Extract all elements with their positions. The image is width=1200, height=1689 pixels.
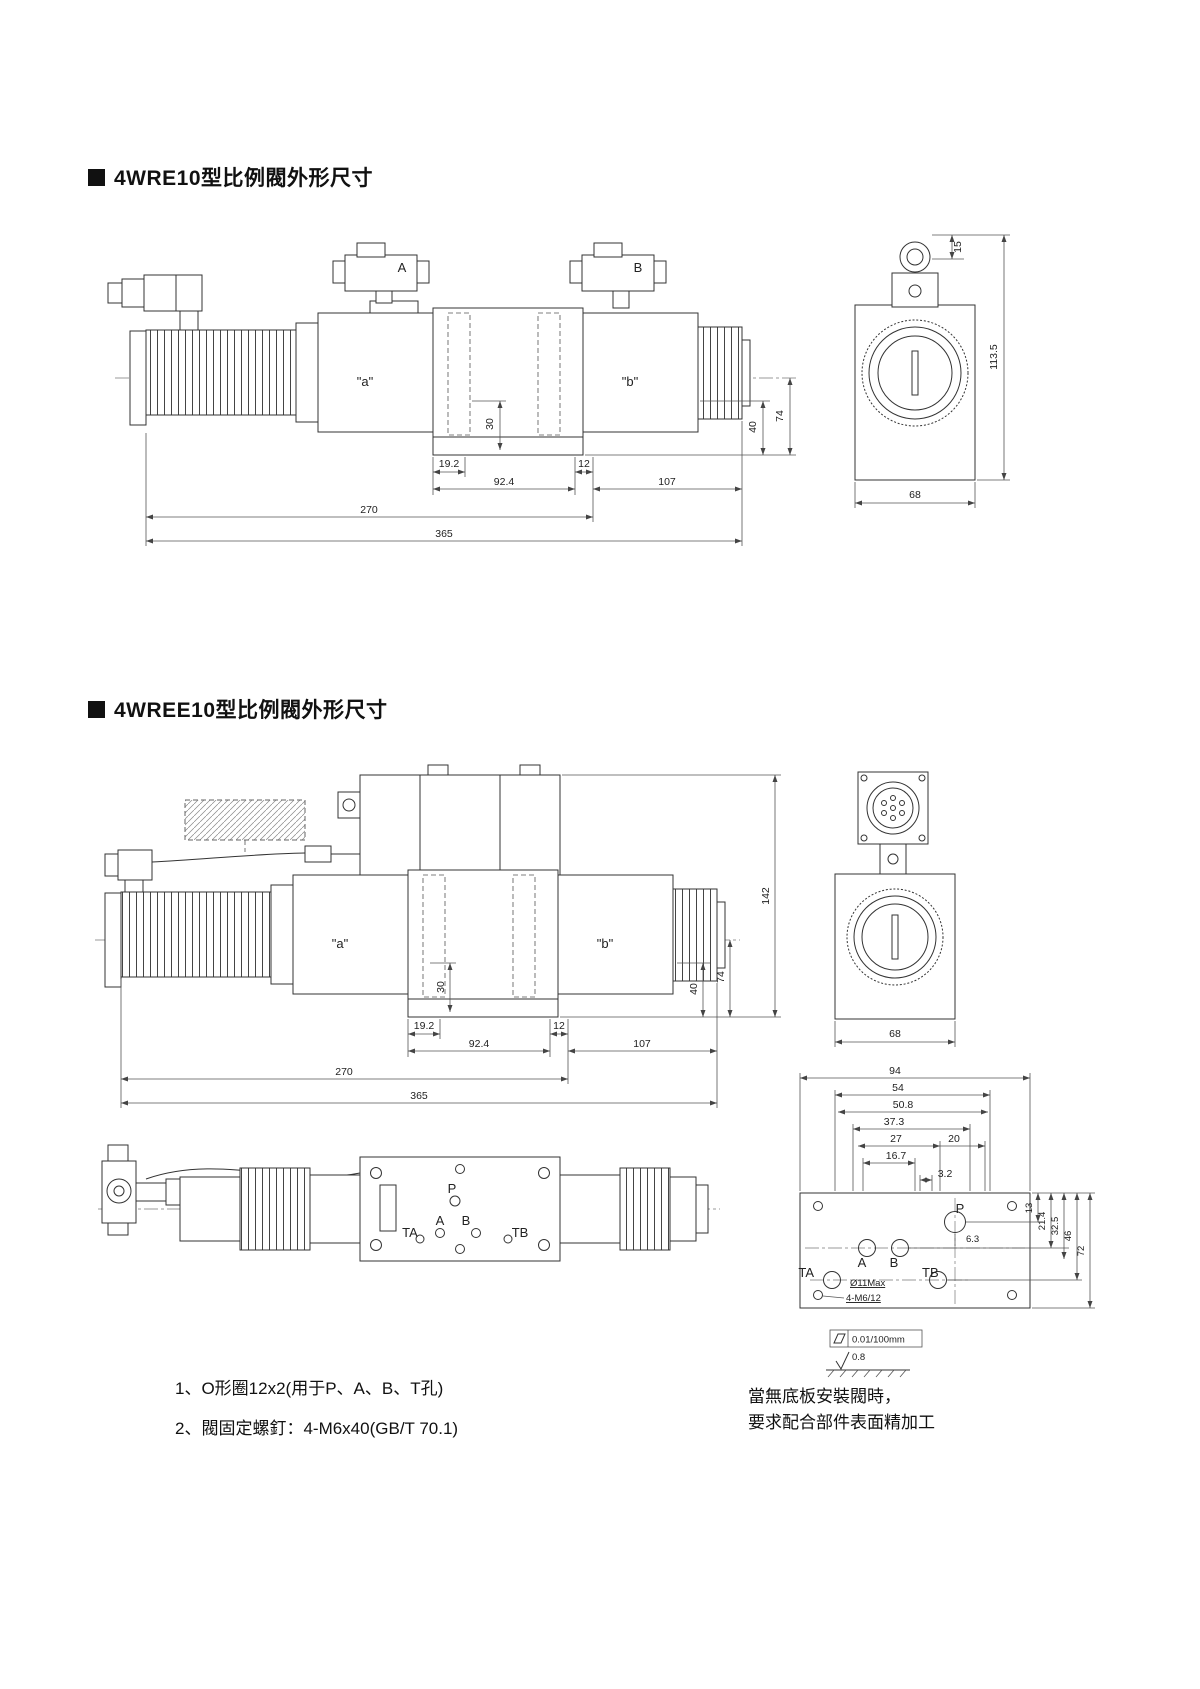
port-tb-label: TB — [512, 1225, 529, 1240]
port-p-label: P — [448, 1181, 457, 1196]
solenoid-b: "b" — [557, 874, 726, 995]
dim-68: 68 — [889, 1028, 901, 1040]
dim-365: 365 — [435, 528, 453, 540]
section-title-4wre10: 4WRE10型比例閥外形尺寸 — [88, 162, 373, 192]
dim-40: 40 — [688, 983, 700, 995]
dim-113-5: 113.5 — [988, 344, 1000, 370]
dim-32-5: 32.5 — [1050, 1217, 1061, 1236]
port-b-label: B — [462, 1213, 471, 1228]
end-view: 68 — [834, 771, 956, 1047]
solenoid-b — [559, 1167, 709, 1251]
dim-30: 30 — [435, 981, 447, 993]
section-title-4wree10: 4WREE10型比例閥外形尺寸 — [88, 694, 388, 724]
dim-27: 27 — [890, 1133, 902, 1145]
dim-19-2: 19.2 — [439, 458, 460, 470]
cable-elbow — [104, 845, 360, 894]
roughness-value: 0.8 — [852, 1352, 865, 1363]
port-ta-label: TA — [402, 1225, 418, 1240]
thread-note: 4-M6/12 — [846, 1293, 881, 1304]
port-p-label: P — [956, 1201, 965, 1216]
dim-30: 30 — [484, 418, 496, 430]
plate-face: P A B TA TB 6.3 Ø11Max 4-M6/12 — [798, 1192, 1031, 1309]
connector-a-label: A — [398, 260, 407, 275]
label-a: "a" — [357, 374, 374, 389]
note-1: 1、O形圈12x2(用于P、A、B、T孔) — [175, 1379, 444, 1398]
mounting-pattern: 94 54 50.8 37.3 27 20 16.7 3.2 — [798, 1065, 1095, 1378]
dim-12: 12 — [578, 458, 590, 470]
drawing-4wree10-bottom-view: P A B TA TB — [98, 1144, 720, 1262]
port-a-label: A — [436, 1213, 445, 1228]
label-a: "a" — [332, 936, 349, 951]
solenoid-a: "a" — [104, 874, 409, 995]
solenoid-b: "b" — [582, 312, 751, 433]
connector-b: B — [569, 242, 667, 309]
dim-107: 107 — [658, 476, 676, 488]
port-ta-label: TA — [798, 1265, 814, 1280]
end-view: 15 113.5 68 — [854, 234, 1010, 508]
port-tb-label: TB — [922, 1265, 939, 1280]
port-a-label: A — [858, 1255, 867, 1270]
surface-finish-callout: 0.01/100mm 0.8 — [826, 1329, 923, 1378]
dim-72: 72 — [1076, 1246, 1087, 1257]
dim-94: 94 — [889, 1065, 901, 1077]
dim-270: 270 — [360, 504, 378, 516]
connector-b-label: B — [634, 260, 643, 275]
dim-107: 107 — [633, 1038, 651, 1050]
label-b: "b" — [597, 936, 614, 951]
section-title-text: 4WRE10型比例閥外形尺寸 — [114, 167, 374, 190]
dim-74: 74 — [774, 410, 786, 422]
connector-a: A — [332, 242, 430, 304]
phantom-connector — [184, 799, 306, 852]
section-bullet-icon — [88, 168, 105, 186]
dimension-chain-right: 13 21.4 32.5 46 72 — [909, 1192, 1095, 1309]
cable-gland — [107, 274, 203, 332]
dim-19-2: 19.2 — [414, 1020, 435, 1032]
dim-50-8: 50.8 — [893, 1099, 914, 1111]
hole-size-note: Ø11Max — [850, 1278, 885, 1289]
dim-21-4: 21.4 — [1037, 1212, 1048, 1231]
solenoid-a: "a" — [129, 312, 434, 433]
dim-37-3: 37.3 — [884, 1116, 905, 1128]
section-bullet-icon — [88, 700, 105, 718]
dimension-chain-top: 94 54 50.8 37.3 27 20 16.7 3.2 — [799, 1065, 1031, 1191]
dim-74: 74 — [715, 971, 727, 983]
label-b: "b" — [622, 374, 639, 389]
dim-46: 46 — [1063, 1231, 1074, 1242]
drawing-4wre10: "a" "b" A B — [107, 234, 1010, 546]
dimensions-side: 30 74 40 142 19.2 12 92.4 107 270 365 — [120, 774, 781, 1108]
dim-92-4: 92.4 — [494, 476, 515, 488]
dim-270: 270 — [335, 1066, 353, 1078]
drawing-4wree10: "a" "b" 30 — [95, 764, 956, 1108]
electronics-box — [337, 764, 561, 888]
dim-12: 12 — [553, 1020, 565, 1032]
valve-body — [407, 869, 559, 1018]
note-3-line-2: 要求配合部件表面精加工 — [748, 1413, 935, 1432]
dim-40: 40 — [747, 421, 759, 433]
dim-54: 54 — [892, 1082, 904, 1094]
dim-3-2: 3.2 — [938, 1168, 953, 1180]
note-3-line-1: 當無底板安裝閥時， — [748, 1387, 901, 1406]
dim-365: 365 — [410, 1090, 428, 1102]
dim-92-4: 92.4 — [469, 1038, 490, 1050]
dim-6-3: 6.3 — [966, 1234, 979, 1245]
section-title-text: 4WREE10型比例閥外形尺寸 — [114, 699, 388, 722]
dim-142: 142 — [760, 887, 772, 905]
solenoid-a — [179, 1167, 361, 1251]
dim-13: 13 — [1024, 1203, 1035, 1214]
dim-16-7: 16.7 — [886, 1150, 907, 1162]
flatness-value: 0.01/100mm — [852, 1335, 905, 1346]
subplate: P A B TA TB — [359, 1156, 561, 1262]
dim-68: 68 — [909, 489, 921, 501]
dim-20: 20 — [948, 1133, 960, 1145]
port-b-label: B — [890, 1255, 899, 1270]
note-2: 2、閥固定螺釘：4-M6x40(GB/T 70.1) — [175, 1419, 459, 1438]
dim-15: 15 — [952, 241, 964, 253]
dimensions-side: 30 74 40 19.2 12 92.4 107 270 365 — [145, 378, 796, 546]
